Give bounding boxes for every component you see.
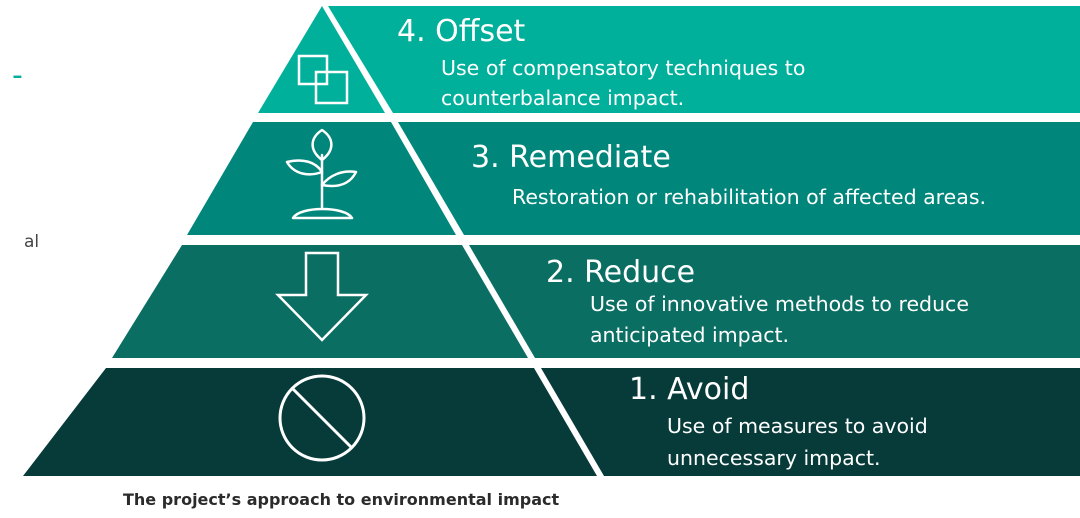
edge-fragment-text: al xyxy=(24,232,40,252)
edge-fragment-dash: - xyxy=(12,58,23,93)
tier-reduce-pyramid xyxy=(112,245,528,358)
tier-remediate: 3. Remediate Restoration or rehabilitati… xyxy=(187,122,1080,235)
tier-offset-desc-line-1: Use of compensatory techniques to xyxy=(441,56,805,80)
tier-avoid: 1. Avoid Use of measures to avoid unnece… xyxy=(23,368,1080,476)
prohibited-icon xyxy=(278,374,366,462)
tier-remediate-banner xyxy=(398,122,1080,235)
tier-reduce-desc-line-1: Use of innovative methods to reduce xyxy=(590,292,969,316)
tier-avoid-pyramid xyxy=(23,368,597,476)
tier-offset: 4. Offset Use of compensatory techniques… xyxy=(258,6,1080,113)
plant-sprout-icon xyxy=(285,128,358,220)
tier-avoid-banner xyxy=(541,368,1080,476)
tier-avoid-desc-line-1: Use of measures to avoid xyxy=(667,414,928,438)
tier-remediate-desc-line-1: Restoration or rehabilitation of affecte… xyxy=(512,185,986,209)
tier-offset-title: 4. Offset xyxy=(397,14,526,49)
down-arrow-icon xyxy=(275,251,369,342)
tier-reduce-banner xyxy=(469,245,1080,358)
tier-reduce-title: 2. Reduce xyxy=(546,255,695,290)
tier-reduce: 2. Reduce Use of innovative methods to r… xyxy=(112,245,1080,358)
tier-avoid-desc-line-2: unnecessary impact. xyxy=(667,446,881,470)
tier-reduce-desc-line-2: anticipated impact. xyxy=(590,323,789,347)
tier-remediate-title: 3. Remediate xyxy=(471,140,671,175)
overlapping-squares-icon xyxy=(297,54,349,105)
tier-offset-banner xyxy=(328,6,1080,113)
figure-caption: The project’s approach to environmental … xyxy=(123,490,560,509)
tier-offset-desc-line-2: counterbalance impact. xyxy=(441,86,684,110)
tier-avoid-title: 1. Avoid xyxy=(629,372,749,407)
tier-offset-pyramid xyxy=(258,6,385,113)
